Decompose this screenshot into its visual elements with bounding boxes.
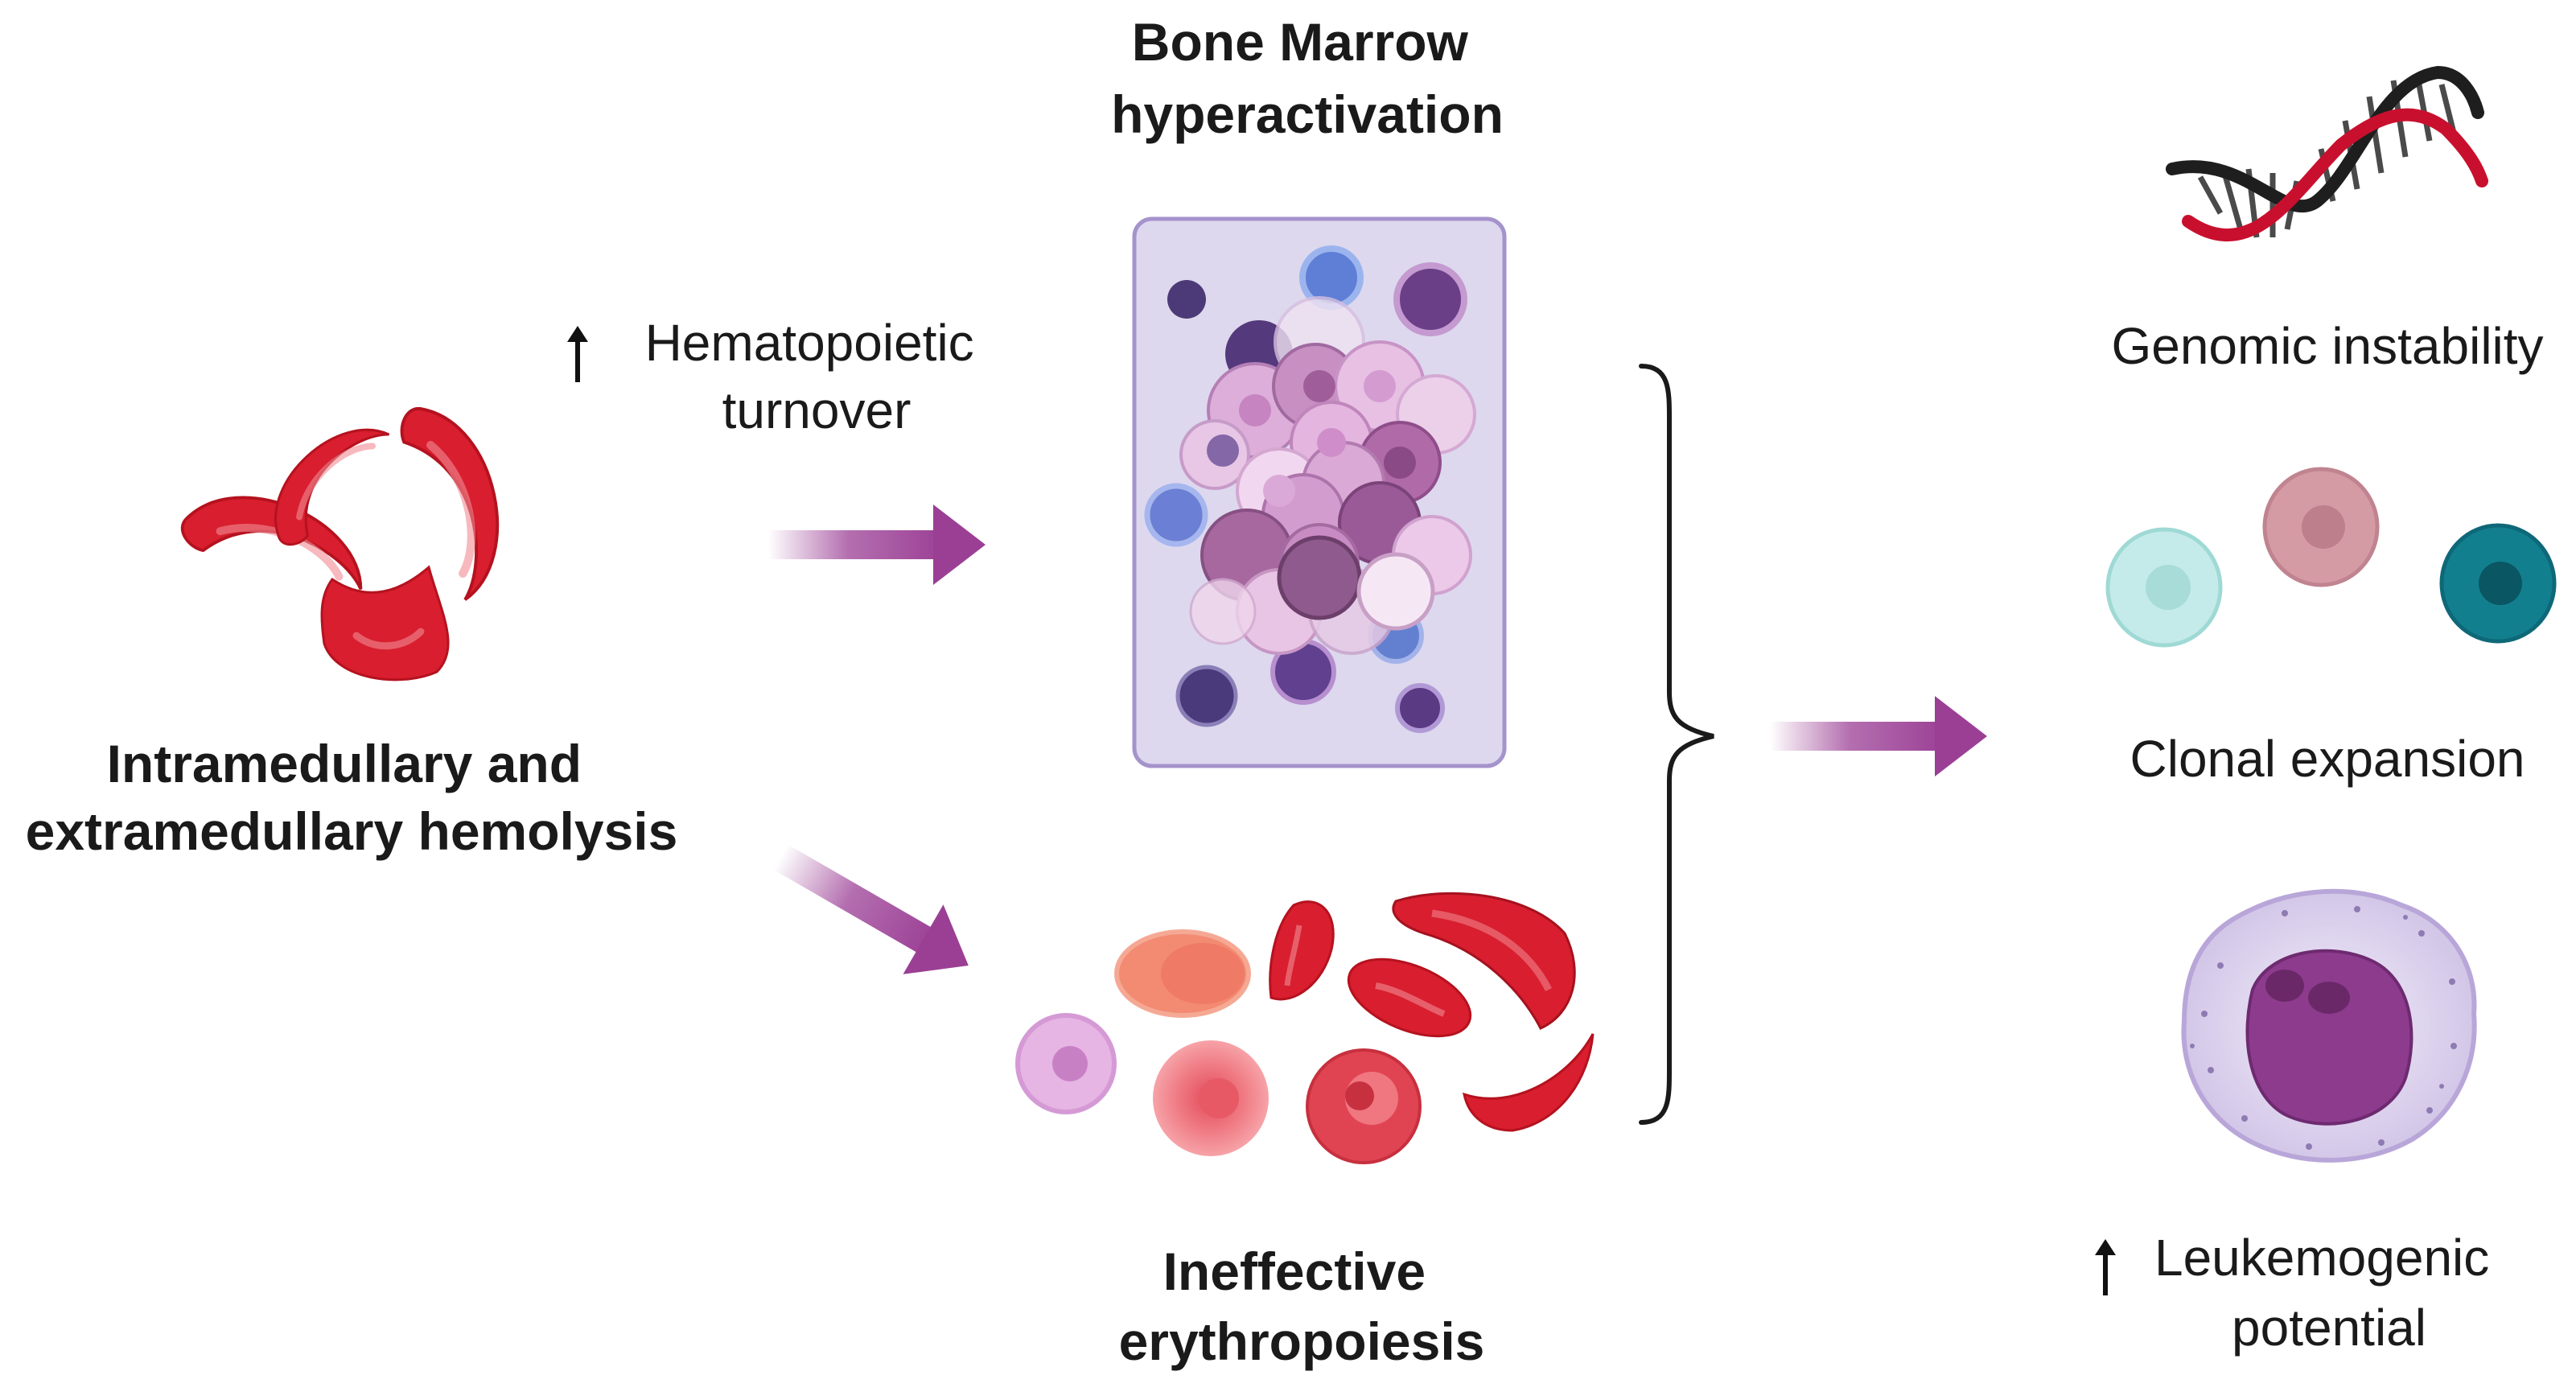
leukemogenic-label-line-2: potential: [2232, 1299, 2426, 1357]
genomic-instability-label: Genomic instability: [2111, 317, 2543, 375]
clonal-cell-icon: [2105, 467, 2557, 648]
hematopoietic-label-line-1: Hematopoietic: [645, 314, 974, 372]
ineffective-label-line-1: Ineffective: [1163, 1242, 1426, 1301]
bone-marrow-title-line-1: Bone Marrow: [1132, 12, 1469, 72]
bone-marrow-icon: [1132, 216, 1507, 768]
leukemic-cell-icon: [2181, 888, 2477, 1163]
hemolysis-label: Intramedullary and extramedullary hemoly…: [26, 734, 678, 861]
up-arrow-icon: [567, 326, 588, 382]
leukemogenic-label-line-1: Leukemogenic: [2154, 1229, 2489, 1287]
hematopoietic-label-line-2: turnover: [722, 381, 911, 439]
clonal-expansion-label: Clonal expansion: [2130, 730, 2525, 788]
up-arrow-icon: [2095, 1239, 2116, 1295]
brace-icon: [1639, 364, 1714, 1125]
flow-arrow-icon: [768, 504, 986, 585]
red-blood-cell-icon: [1015, 892, 1595, 1164]
bone-marrow-title: Bone Marrow hyperactivation: [1111, 12, 1504, 144]
ineffective-label-line-2: erythropoiesis: [1119, 1312, 1485, 1371]
bone-marrow-title-line-2: hyperactivation: [1111, 84, 1504, 144]
sickle-cell-icon: [175, 402, 504, 682]
hemolysis-label-line-2: extramedullary hemolysis: [26, 801, 678, 861]
dna-icon: [2166, 65, 2488, 242]
leukemogenic-label: Leukemogenic potential: [2154, 1229, 2504, 1357]
hemolysis-label-line-1: Intramedullary and: [107, 734, 582, 793]
flow-arrow-icon: [1770, 696, 1987, 776]
hematopoietic-label: Hematopoietic turnover: [645, 314, 989, 439]
ineffective-label: Ineffective erythropoiesis: [1119, 1242, 1485, 1371]
flow-arrow-icon: [760, 822, 989, 1001]
